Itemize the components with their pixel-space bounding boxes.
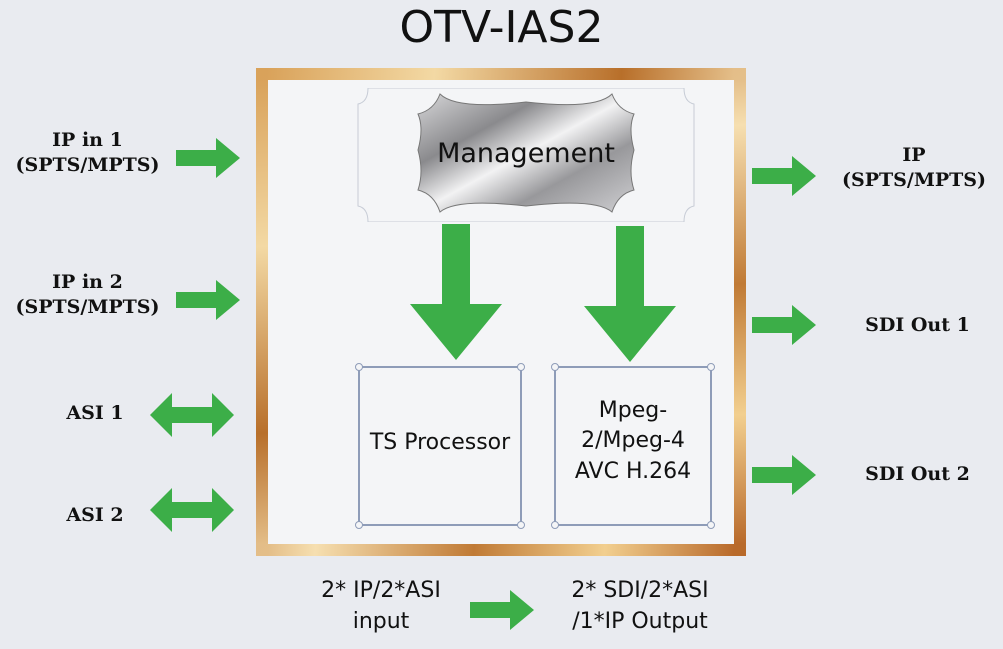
- input-ip-1-arrow: [176, 138, 240, 178]
- ts-handle: [355, 521, 363, 529]
- output-sdi-1-label: SDI Out 1: [865, 314, 970, 336]
- encoder-handle: [551, 521, 559, 529]
- ts-handle: [517, 363, 525, 371]
- output-sdi-2-label: SDI Out 2: [865, 463, 970, 485]
- bottom-input-line: 2* IP/2*ASI: [321, 578, 441, 603]
- asi-1-bidirectional-arrow: [150, 393, 234, 437]
- bottom-output-line: 2* SDI/2*ASI: [571, 578, 709, 603]
- input-asi-2-label: ASI 2: [66, 504, 124, 526]
- ts-handle: [517, 521, 525, 529]
- encoder-handle: [707, 363, 715, 371]
- bottom-input-summary: 2* IP/2*ASI input: [296, 576, 466, 638]
- encoder-block: [551, 363, 715, 529]
- input-ip-2-label: IP in 2 (SPTS/MPTS): [0, 270, 175, 319]
- input-ip-1-type: (SPTS/MPTS): [15, 153, 160, 176]
- management-label: Management: [437, 138, 615, 169]
- management-to-encoder-arrow: [584, 226, 676, 362]
- input-ip-1-name: IP in 1: [52, 129, 123, 151]
- bottom-output-line: /1*IP Output: [572, 608, 708, 634]
- bottom-input-line: input: [352, 608, 410, 634]
- ts-handle: [355, 363, 363, 371]
- encoder-label: Mpeg- 2/Mpeg-4 AVC H.264: [554, 396, 712, 487]
- bottom-flow-arrow: [470, 590, 534, 630]
- encoder-label-line: AVC H.264: [574, 458, 692, 484]
- output-ip-type: (SPTS/MPTS): [842, 168, 986, 191]
- output-sdi-1-arrow: [752, 305, 816, 345]
- ts-processor-label: TS Processor: [369, 430, 511, 455]
- management-to-ts-arrow: [410, 224, 502, 360]
- encoder-label-line: 2/Mpeg-4: [581, 428, 685, 454]
- input-ip-2-name: IP in 2: [52, 271, 123, 293]
- encoder-handle: [551, 363, 559, 371]
- management-block: [357, 88, 695, 222]
- output-sdi-2-arrow: [752, 455, 816, 495]
- input-ip-1-label: IP in 1 (SPTS/MPTS): [0, 128, 175, 177]
- input-asi-1-label: ASI 1: [66, 402, 124, 424]
- input-ip-2-type: (SPTS/MPTS): [15, 295, 160, 318]
- input-ip-2-arrow: [176, 280, 240, 320]
- output-ip-arrow: [752, 156, 816, 196]
- output-ip-name: IP: [902, 144, 926, 166]
- encoder-handle: [707, 521, 715, 529]
- asi-2-bidirectional-arrow: [150, 488, 234, 532]
- encoder-label-line: Mpeg-: [598, 398, 668, 423]
- ts-processor-block: [355, 363, 525, 529]
- output-ip-label: IP (SPTS/MPTS): [825, 143, 1003, 192]
- bottom-output-summary: 2* SDI/2*ASI /1*IP Output: [540, 576, 740, 638]
- diagram-title: OTV-IAS2: [399, 2, 604, 53]
